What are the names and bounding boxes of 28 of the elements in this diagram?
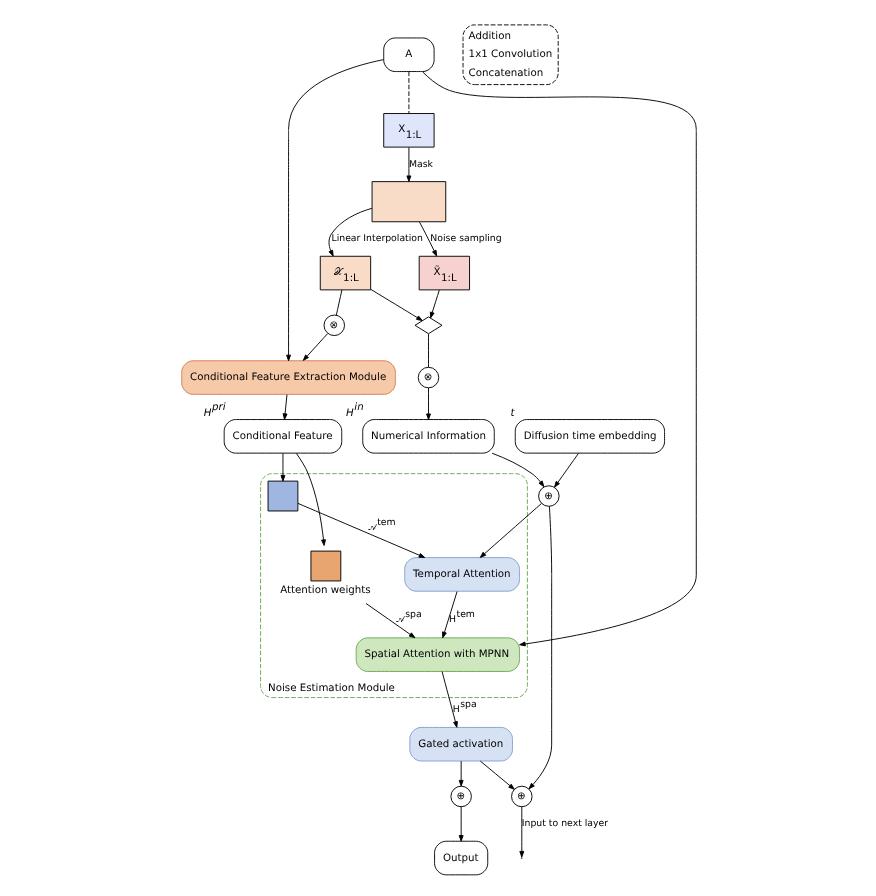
- arrow: [478, 503, 541, 558]
- arrow: [478, 760, 514, 790]
- arrow: [364, 602, 415, 639]
- arrow: [418, 221, 437, 257]
- arrow: [285, 59, 384, 362]
- connector: [427, 333, 428, 368]
- arrow: [294, 452, 325, 546]
- arrow: [279, 452, 285, 482]
- arrow: [369, 288, 422, 322]
- arrow: [518, 806, 524, 858]
- arrow: [327, 207, 372, 257]
- arrow: [428, 289, 439, 319]
- arrow: [440, 671, 457, 728]
- arrow: [457, 760, 463, 787]
- arrow: [281, 394, 287, 420]
- arrow: [457, 806, 463, 842]
- node-box: [266, 480, 298, 512]
- arrow: [553, 452, 578, 488]
- arrow: [405, 146, 411, 182]
- arrow: [301, 333, 327, 361]
- arrow: [490, 452, 544, 488]
- arrow: [527, 505, 552, 790]
- arrow: [296, 502, 425, 558]
- arrow: [421, 71, 696, 647]
- node-box: [370, 181, 446, 223]
- arrow: [425, 387, 430, 420]
- arrow: [441, 591, 457, 639]
- connector: [334, 289, 342, 316]
